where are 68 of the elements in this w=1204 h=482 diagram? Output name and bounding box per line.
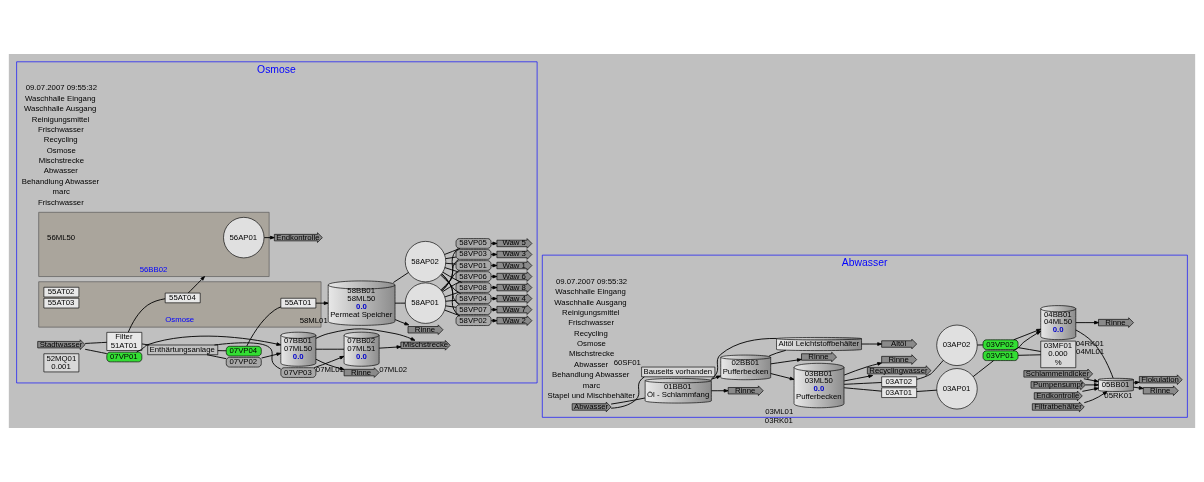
arrow <box>394 319 410 326</box>
connector <box>1017 347 1042 352</box>
arrow <box>490 296 498 301</box>
arrow <box>187 276 206 294</box>
arrow <box>710 375 721 380</box>
arrow <box>490 307 498 312</box>
connector <box>972 360 994 378</box>
arrow <box>490 241 498 246</box>
arrow <box>1133 380 1140 385</box>
arrow <box>490 318 498 323</box>
arrow <box>490 285 498 290</box>
connector <box>843 382 882 385</box>
connector <box>610 397 646 405</box>
connector <box>445 299 457 302</box>
connector <box>445 262 457 265</box>
connector <box>84 341 108 344</box>
arrow <box>710 388 729 393</box>
connector <box>1075 329 1114 379</box>
connector <box>444 309 461 317</box>
connector <box>445 305 457 308</box>
connector <box>444 292 459 298</box>
arrow <box>1133 386 1144 390</box>
arrow <box>1083 378 1099 383</box>
connector <box>444 247 461 255</box>
connector <box>246 306 282 347</box>
arrow <box>263 235 275 240</box>
arrow <box>490 263 498 268</box>
arrow <box>1013 328 1042 341</box>
connector <box>444 267 458 273</box>
arrow <box>1085 383 1099 387</box>
connector <box>976 344 984 346</box>
connector <box>394 302 406 304</box>
arrow <box>843 362 883 376</box>
connector <box>710 338 777 380</box>
connector <box>916 389 938 392</box>
connector <box>441 248 459 292</box>
connector <box>84 348 108 355</box>
arrow <box>490 274 498 279</box>
arrow <box>770 358 802 365</box>
arrow <box>770 373 795 381</box>
connector <box>141 343 150 346</box>
connector <box>768 349 787 357</box>
connector <box>441 273 460 306</box>
connector <box>392 272 409 283</box>
connector <box>441 273 460 317</box>
arrow <box>261 352 282 359</box>
arrow <box>861 342 883 346</box>
connector <box>315 348 345 350</box>
arrow <box>1075 320 1099 325</box>
connector <box>442 271 463 284</box>
arrow <box>843 374 874 382</box>
arrow <box>1012 330 1042 352</box>
connector <box>843 387 882 392</box>
connector <box>217 350 227 352</box>
connector <box>127 298 166 333</box>
arrow <box>378 345 402 349</box>
arrow <box>1083 391 1108 404</box>
connector <box>440 274 462 295</box>
arrow <box>315 301 329 305</box>
connector <box>445 256 457 260</box>
arrow <box>136 335 282 353</box>
arrow <box>1081 387 1099 392</box>
connector <box>1017 354 1042 356</box>
connector <box>440 269 460 291</box>
connector <box>441 258 460 292</box>
arrow <box>490 252 498 257</box>
connector <box>206 354 227 360</box>
connector <box>610 376 645 409</box>
